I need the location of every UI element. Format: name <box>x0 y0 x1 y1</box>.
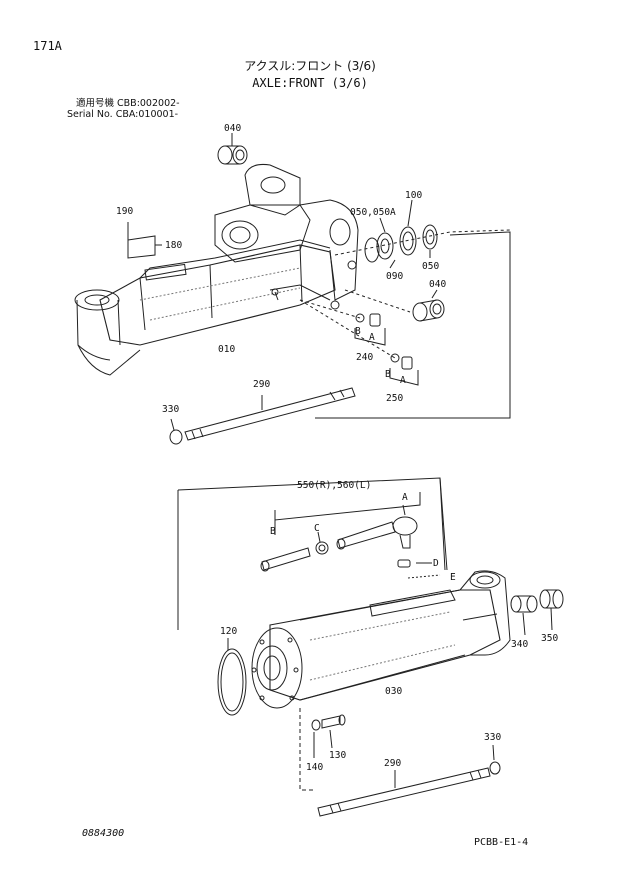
letter-e-tierod: E <box>450 572 456 583</box>
letter-a-tierod: A <box>402 492 408 503</box>
axle-housing-010-drawing <box>74 164 359 376</box>
callout-140: 140 <box>306 762 323 773</box>
letter-c-tierod: C <box>314 523 320 534</box>
callout-340: 340 <box>511 639 528 650</box>
serial-line-2: Serial No. CBA:010001- <box>67 109 179 120</box>
callout-130: 130 <box>329 750 346 761</box>
fittings-240-250 <box>299 299 419 386</box>
axle-shaft-290-upper <box>169 387 356 445</box>
serial-line-1: 適用号機 CBB:002002- <box>76 98 180 109</box>
letter-a-240: A <box>369 332 375 343</box>
bracket-lines <box>177 231 511 630</box>
bushings-340-350 <box>510 589 564 636</box>
plate-180-190 <box>127 222 162 259</box>
title-japanese: アクスル:フロント (3/6) <box>244 59 376 73</box>
letter-d-tierod: D <box>433 558 439 569</box>
callout-120: 120 <box>220 626 237 637</box>
callout-040-top: 040 <box>224 123 241 134</box>
callout-290-lower: 290 <box>384 758 401 769</box>
callout-050: 050 <box>422 261 439 272</box>
o-ring-120 <box>217 638 247 716</box>
letter-b-tierod: B <box>270 526 276 537</box>
axle-housing-030-drawing <box>251 570 511 709</box>
callout-100: 100 <box>405 190 422 201</box>
callout-330-upper: 330 <box>162 404 179 415</box>
page-number: 171A <box>33 39 62 53</box>
callout-240: 240 <box>356 352 373 363</box>
letter-b-240: B <box>355 326 361 337</box>
bushing-040-top <box>217 133 248 165</box>
tie-rod-550-560 <box>260 477 448 579</box>
callout-050-050a: 050,050A <box>350 207 396 218</box>
bolt-130-washer-140 <box>299 708 346 791</box>
letter-b-250: B <box>385 369 391 380</box>
title-english: AXLE:FRONT (3/6) <box>252 76 368 90</box>
letter-a-250: A <box>400 375 406 386</box>
callout-550-560: 550(R),560(L) <box>297 480 371 491</box>
callout-330-lower: 330 <box>484 732 501 743</box>
drawing-code: 0884300 <box>82 828 125 839</box>
callout-030: 030 <box>385 686 402 697</box>
axle-shaft-290-lower <box>317 744 501 817</box>
callout-090: 090 <box>386 271 403 282</box>
callout-180: 180 <box>165 240 182 251</box>
bearing-set <box>334 199 511 269</box>
callout-040-right: 040 <box>429 279 446 290</box>
callout-290-upper: 290 <box>253 379 270 390</box>
callout-190: 190 <box>116 206 133 217</box>
page-code: PCBB-E1-4 <box>474 837 529 848</box>
bushing-040-right <box>344 289 445 322</box>
callout-010: 010 <box>218 344 235 355</box>
callout-250: 250 <box>386 393 403 404</box>
callout-350: 350 <box>541 633 558 644</box>
